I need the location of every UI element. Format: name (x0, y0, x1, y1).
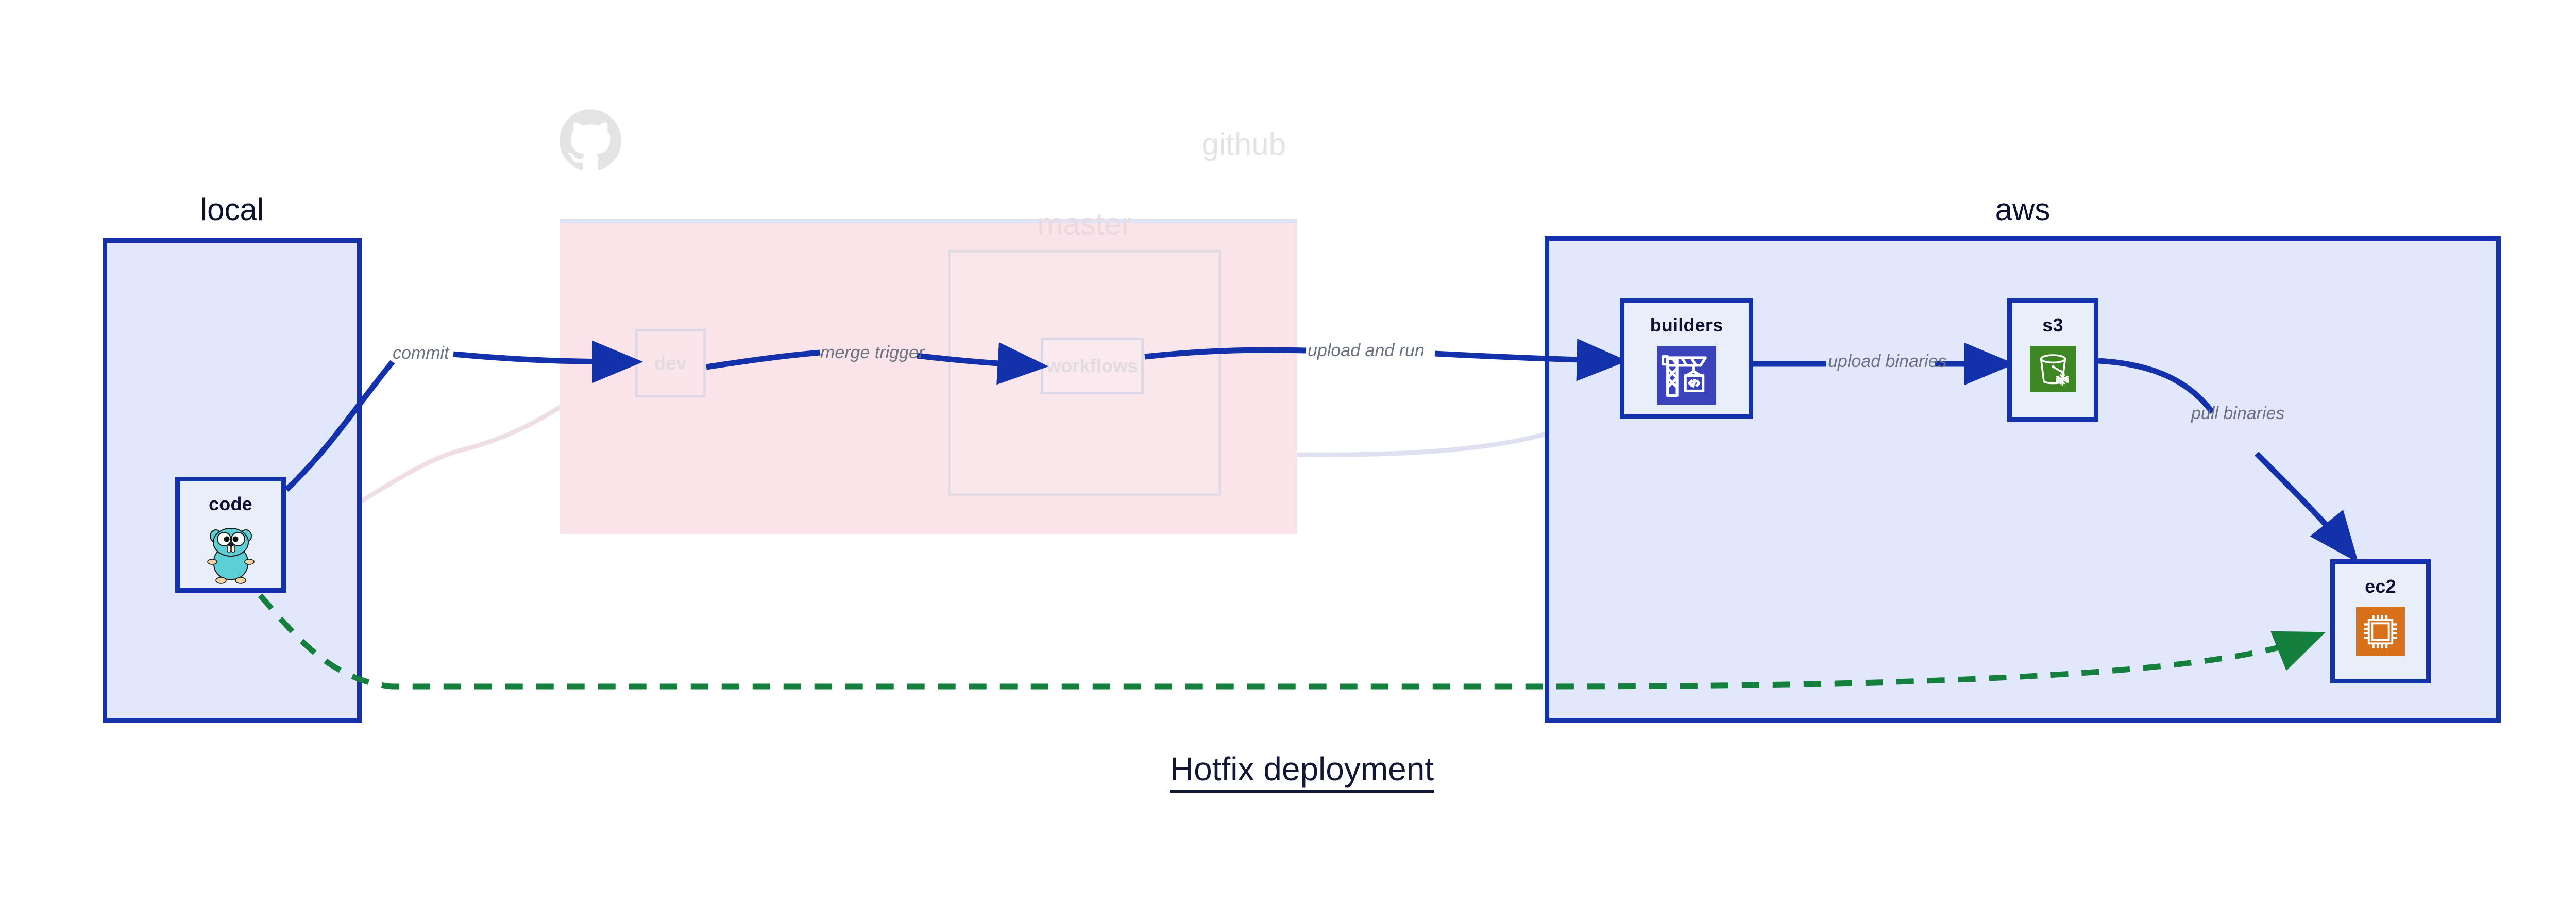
node-s3[interactable]: s3 (2007, 298, 2098, 422)
node-dev[interactable]: dev (635, 329, 706, 397)
group-aws-label: aws (1995, 192, 2050, 227)
aws-ec2-chip-icon (2356, 607, 2405, 659)
node-workflows[interactable]: workflows (1041, 338, 1144, 394)
group-github-label: github (1201, 127, 1286, 161)
edge-label-pull-binaries: pull binaries (2191, 404, 2285, 423)
edge-label-upload-binaries: upload binaries (1828, 352, 1947, 371)
go-gopher-icon (202, 525, 259, 588)
group-master-label: master (1037, 207, 1132, 241)
diagram-title-text: Hotfix deployment (1170, 750, 1434, 793)
edge-label-commit: commit (393, 343, 449, 363)
node-ec2[interactable]: ec2 (2330, 559, 2431, 683)
node-workflows-label: workflows (1046, 355, 1138, 376)
group-local-label: local (200, 192, 264, 227)
node-ec2-label: ec2 (2365, 576, 2396, 597)
node-builders-label: builders (1650, 314, 1723, 336)
diagram-title: Hotfix deployment (0, 750, 2576, 793)
edge-label-merge-trigger: merge trigger (820, 343, 925, 362)
node-s3-label: s3 (2042, 314, 2063, 336)
node-builders[interactable]: builders (1620, 298, 1753, 419)
github-logo-icon (560, 106, 621, 175)
edge-label-upload-and-run: upload and run (1308, 341, 1425, 360)
aws-s3-bucket-icon (2029, 346, 2076, 395)
group-master (948, 250, 1221, 496)
node-code[interactable]: code (175, 477, 286, 593)
node-code-label: code (209, 493, 252, 514)
node-dev-label: dev (654, 352, 687, 374)
group-github (560, 219, 1297, 534)
aws-codebuild-icon (1657, 346, 1716, 408)
